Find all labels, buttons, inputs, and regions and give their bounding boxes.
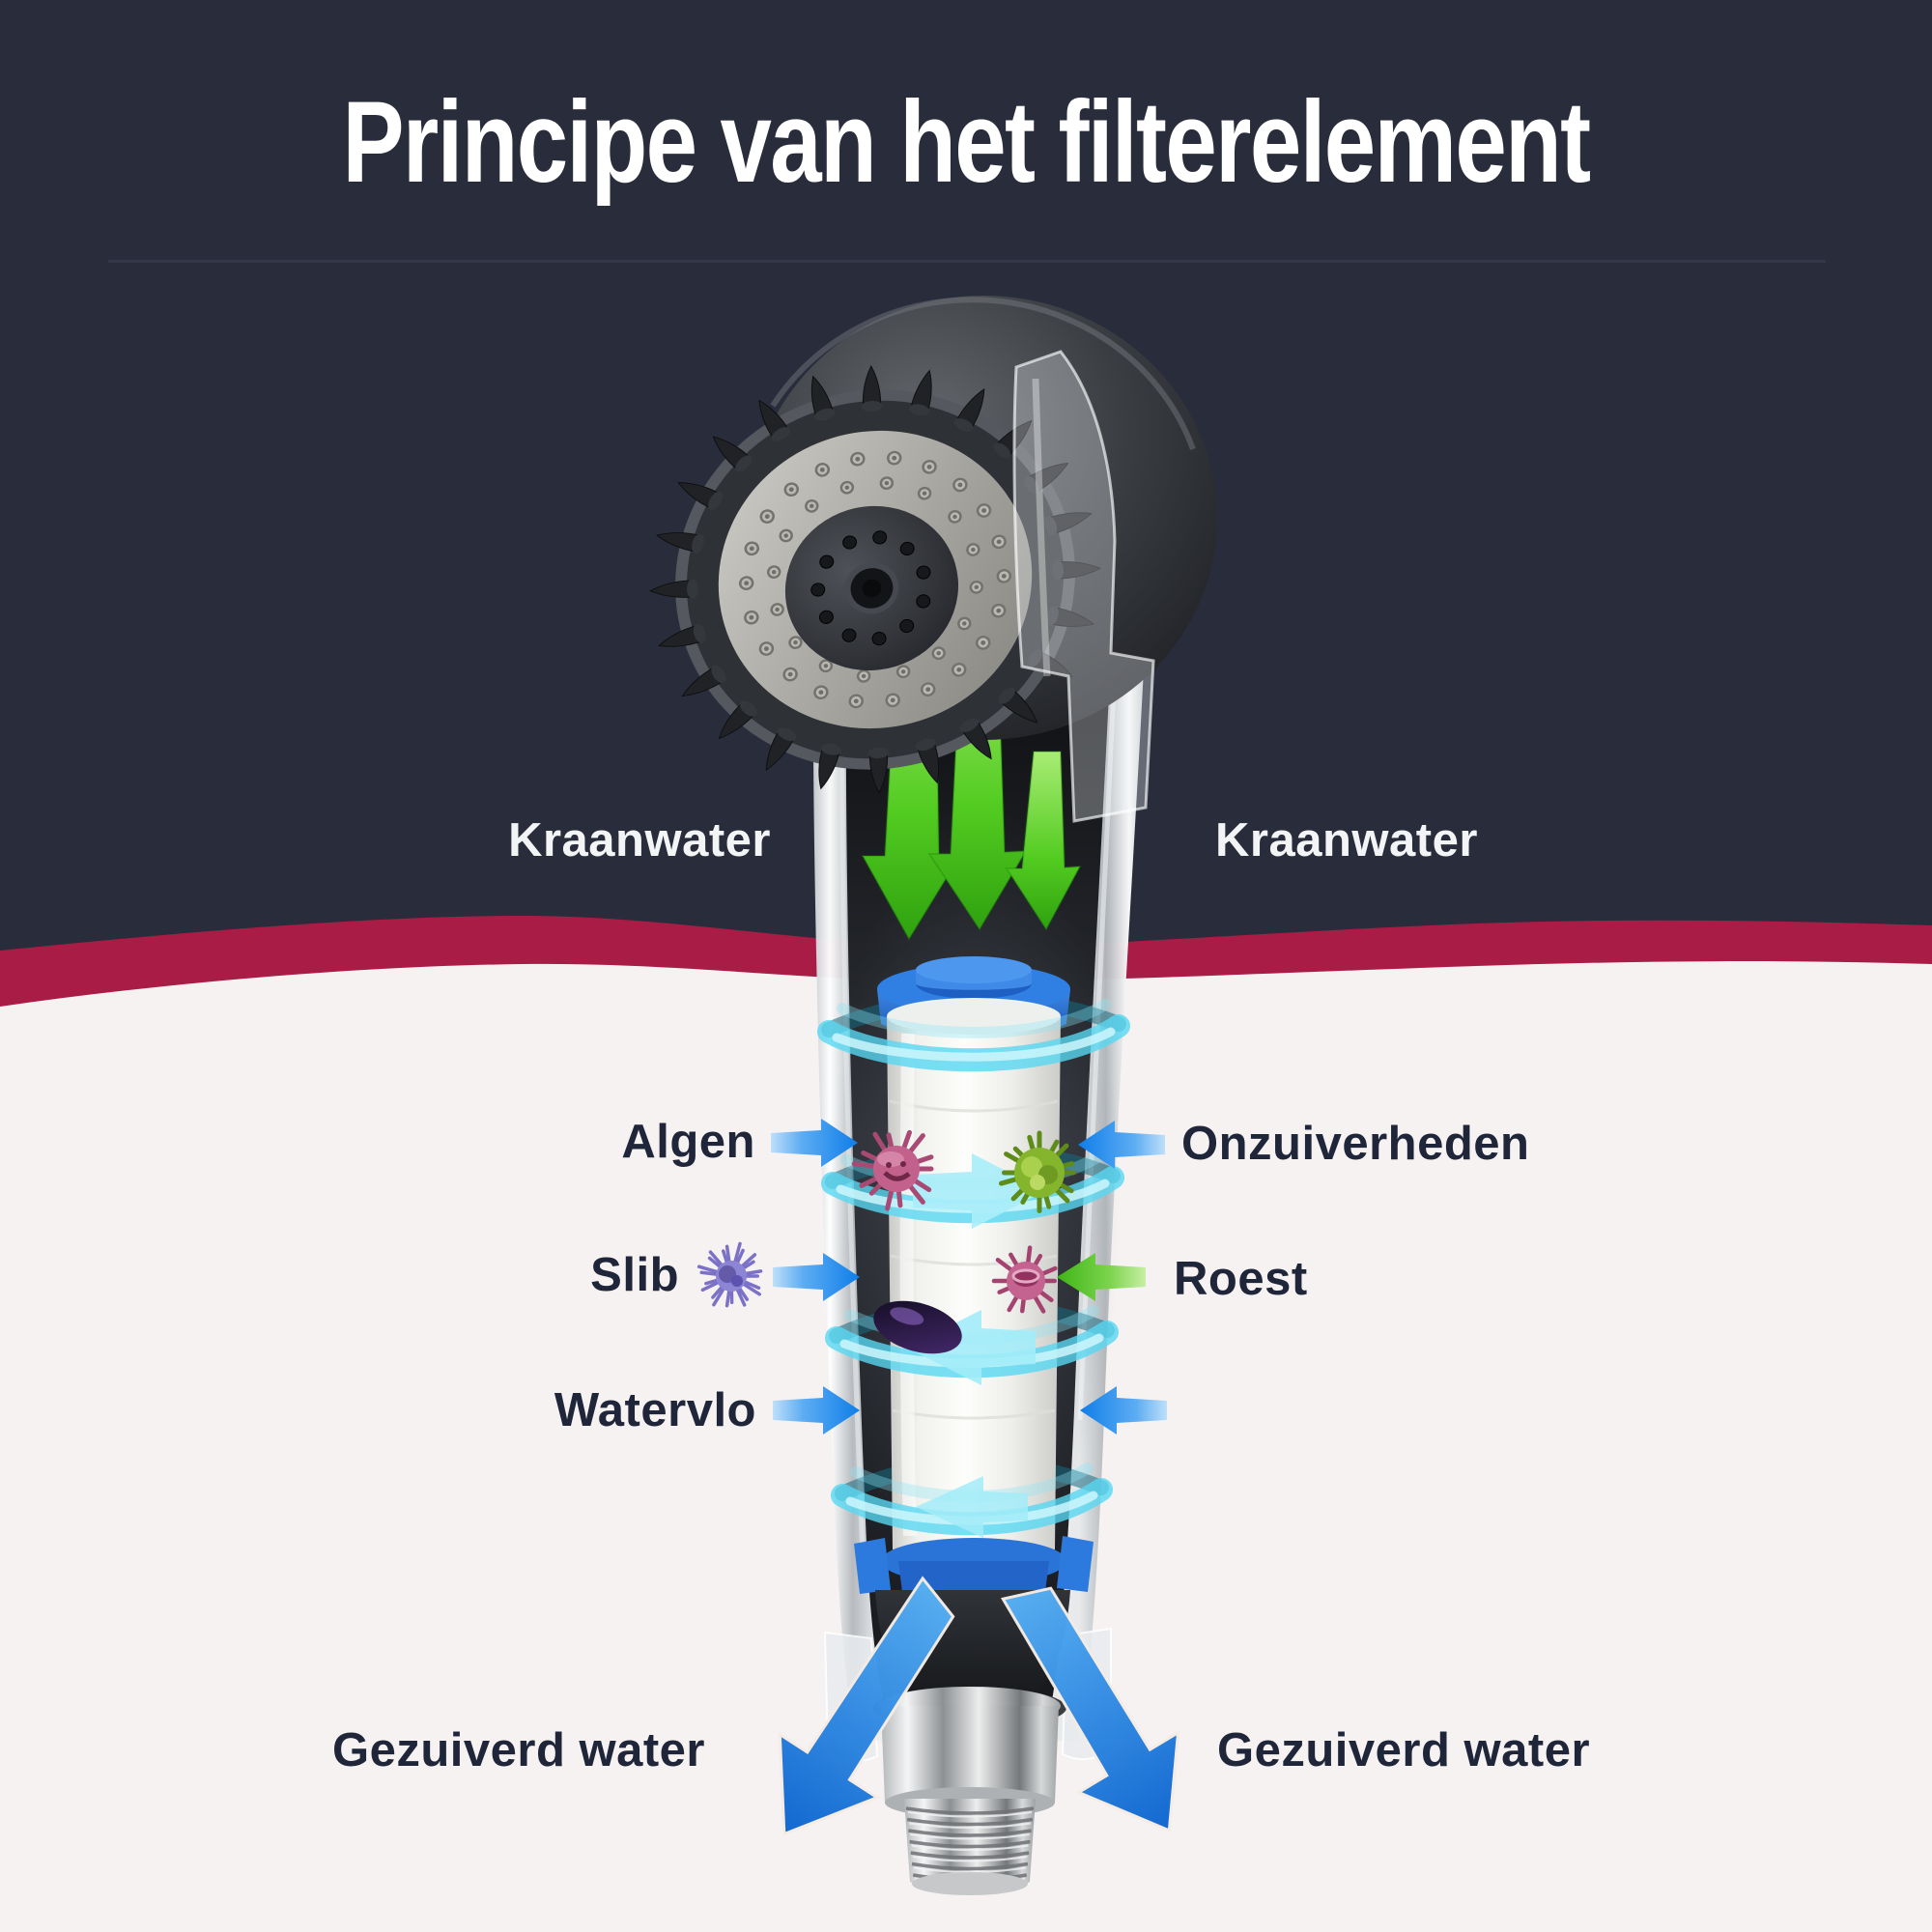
shower-face bbox=[649, 365, 1101, 794]
swirl-arrowheads bbox=[906, 1153, 1045, 1538]
sludge-microbe-icon bbox=[696, 1241, 763, 1308]
label-watervlo: Watervlo bbox=[554, 1384, 756, 1436]
label-gezuiverd-right: Gezuiverd water bbox=[1217, 1724, 1591, 1776]
tap-water-arrows bbox=[861, 613, 1082, 941]
algen-arrow bbox=[771, 1119, 858, 1167]
chrome-connector bbox=[873, 1687, 1066, 1895]
green-down-arrow bbox=[1005, 751, 1082, 931]
purified-water-arrows bbox=[778, 1576, 1180, 1836]
label-slib: Slib bbox=[590, 1249, 679, 1301]
microbes bbox=[696, 1129, 1076, 1354]
label-algen: Algen bbox=[621, 1116, 755, 1168]
watervlo-arrow bbox=[773, 1386, 860, 1435]
clear-clip bbox=[1012, 350, 1155, 823]
label-arrows bbox=[771, 1119, 1167, 1435]
onzuiverheden-arrow bbox=[1078, 1121, 1165, 1169]
purified-water-arrow-left bbox=[778, 1576, 955, 1836]
label-onzuiverheden: Onzuiverheden bbox=[1181, 1118, 1530, 1170]
label-gezuiverd-left: Gezuiverd water bbox=[331, 1724, 705, 1776]
impurities-microbe-icon bbox=[999, 1130, 1076, 1213]
roest-arrow bbox=[1057, 1253, 1146, 1301]
purified-water-arrow-right bbox=[1001, 1586, 1180, 1833]
waterflea-blob-icon bbox=[873, 1300, 962, 1354]
page-title: Principe van het filterelement bbox=[342, 77, 1591, 207]
title-divider bbox=[108, 260, 1826, 263]
algae-microbe-icon bbox=[851, 1129, 934, 1211]
slib-arrow bbox=[773, 1253, 860, 1301]
label-roest: Roest bbox=[1174, 1253, 1308, 1305]
shower-head bbox=[649, 296, 1217, 823]
rust-microbe-icon bbox=[991, 1245, 1058, 1314]
label-kraanwater-left: Kraanwater bbox=[508, 814, 771, 867]
label-kraanwater-right: Kraanwater bbox=[1215, 814, 1478, 867]
watervlo-right-arrow bbox=[1080, 1386, 1167, 1435]
